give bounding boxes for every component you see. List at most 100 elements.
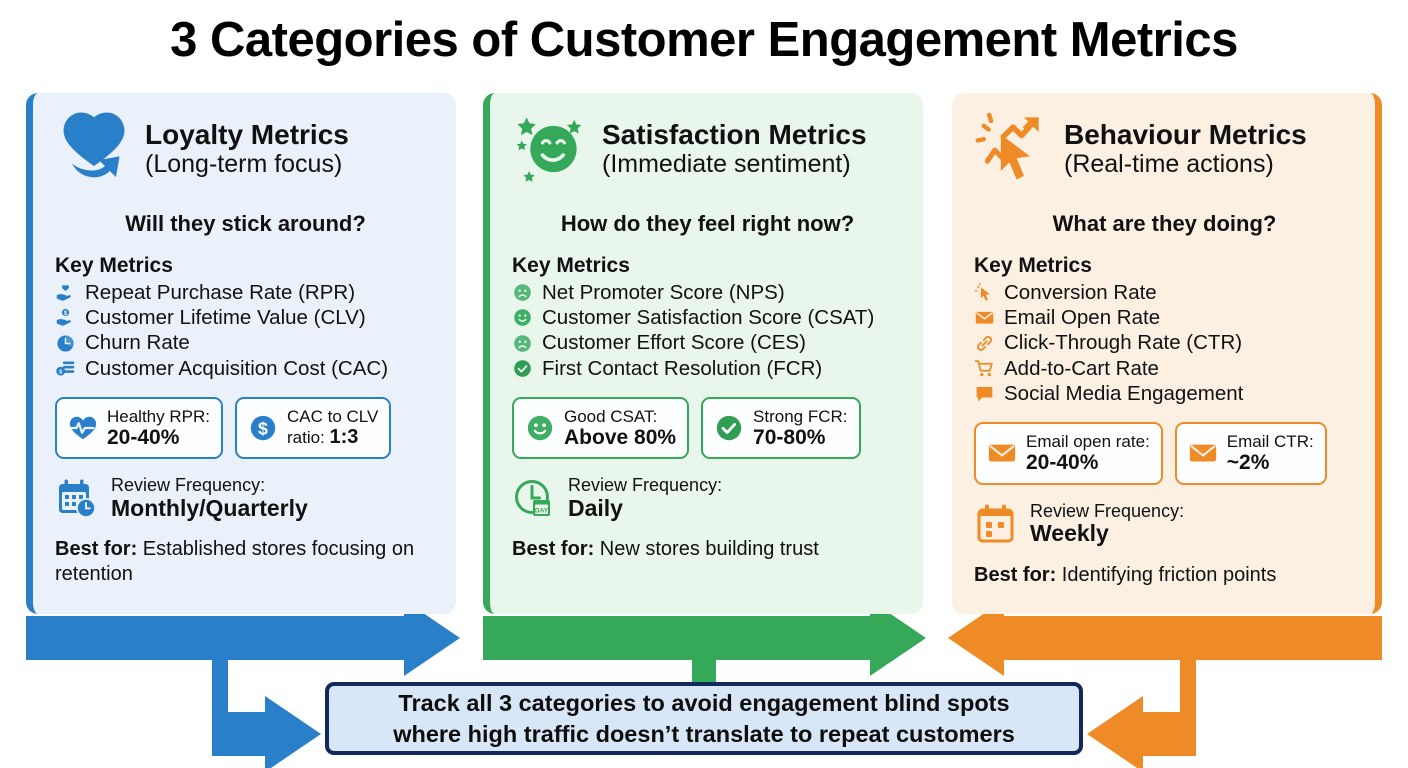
chip-good-csat: Good CSAT: Above 80% bbox=[512, 396, 690, 460]
card-behaviour-title: Behaviour Metrics bbox=[1064, 119, 1307, 151]
card-satisfaction-titles: Satisfaction Metrics (Immediate sentimen… bbox=[602, 120, 867, 178]
card-loyalty-chips: Healthy RPR: 20-40% $ CAC to CLV ratio: … bbox=[55, 396, 436, 460]
chip-cac-to-clv-text: CAC to CLV ratio: 1:3 bbox=[287, 407, 378, 448]
svg-text:$: $ bbox=[64, 310, 68, 317]
envelope-icon bbox=[1188, 438, 1218, 468]
chip-cac-to-clv-value: 1:3 bbox=[329, 426, 359, 449]
card-loyalty-metrics-label: Key Metrics bbox=[55, 254, 173, 277]
list-item-label: Email Open Rate bbox=[1004, 306, 1161, 330]
chip-healthy-rpr-label: Healthy RPR: bbox=[107, 406, 210, 426]
card-satisfaction-chips: Good CSAT: Above 80% Strong FCR: 70-80% bbox=[512, 396, 903, 460]
bestfor-text: Identifying friction points bbox=[1056, 563, 1277, 586]
chip-email-open-rate-value: 20-40% bbox=[1026, 451, 1099, 475]
loyalty-arrow bbox=[26, 600, 460, 768]
frequency-label: Review Frequency: bbox=[1030, 500, 1185, 521]
list-item-label: Net Promoter Score (NPS) bbox=[542, 281, 785, 304]
chip-email-ctr: Email CTR: ~2% bbox=[1174, 422, 1327, 485]
heart-arrow-icon bbox=[55, 110, 133, 188]
list-item-label: Social Media Engagement bbox=[1004, 381, 1244, 405]
card-behaviour-frequency-text: Review Frequency: Weekly bbox=[1030, 500, 1185, 547]
satisfaction-arrow bbox=[483, 600, 926, 676]
list-item: Social Media Engagement bbox=[974, 381, 1355, 406]
card-satisfaction-header: Satisfaction Metrics (Immediate sentimen… bbox=[512, 107, 903, 191]
card-satisfaction-question: How do they feel right now? bbox=[560, 211, 855, 236]
heartbeat-icon bbox=[68, 413, 98, 443]
dollar-circle-icon: $ bbox=[248, 413, 278, 443]
chip-email-ctr-label: Email CTR: bbox=[1226, 432, 1314, 452]
svg-text:$: $ bbox=[258, 419, 268, 439]
chip-healthy-rpr-text: Healthy RPR: 20-40% bbox=[107, 407, 210, 450]
smiling-face-icon bbox=[525, 413, 555, 443]
chip-healthy-rpr-value: 20-40% bbox=[107, 425, 180, 449]
coins-stack-icon: $ bbox=[55, 358, 76, 379]
list-item-label: Churn Rate bbox=[85, 331, 190, 355]
check-circle-icon bbox=[714, 413, 744, 443]
bestfor-label: Best for: bbox=[55, 538, 138, 561]
list-item-label: Repeat Purchase Rate (RPR) bbox=[85, 281, 356, 304]
cursor-chart-icon bbox=[974, 110, 1052, 188]
bestfor-label: Best for: bbox=[974, 563, 1057, 586]
chip-healthy-rpr: Healthy RPR: 20-40% bbox=[55, 396, 223, 460]
chip-good-csat-label: Good CSAT: bbox=[564, 406, 658, 426]
card-loyalty-frequency: Review Frequency: Monthly/Quarterly bbox=[55, 476, 436, 521]
svg-text:DAY: DAY bbox=[535, 507, 549, 514]
frowning-face-icon bbox=[512, 333, 533, 354]
card-behaviour-question: What are they doing? bbox=[1052, 211, 1277, 236]
frowning-face-icon bbox=[512, 282, 533, 303]
behaviour-arrow bbox=[948, 600, 1382, 768]
card-behaviour-header: Behaviour Metrics (Real-time actions) bbox=[974, 107, 1355, 191]
hand-heart-icon bbox=[55, 282, 76, 303]
card-loyalty-frequency-text: Review Frequency: Monthly/Quarterly bbox=[111, 476, 308, 521]
chip-email-ctr-value: ~2% bbox=[1226, 451, 1270, 475]
list-item: Repeat Purchase Rate (RPR) bbox=[55, 280, 436, 305]
list-item-label: Customer Lifetime Value (CLV) bbox=[85, 306, 366, 330]
card-satisfaction-frequency: DAY Review Frequency: Daily bbox=[512, 476, 903, 521]
card-loyalty-title: Loyalty Metrics bbox=[145, 119, 349, 151]
list-item: Conversion Rate bbox=[974, 280, 1355, 305]
chip-email-open-rate-label: Email open rate: bbox=[1026, 432, 1150, 452]
card-behaviour-bestfor: Best for: Identifying friction points bbox=[974, 563, 1355, 588]
chip-cac-to-clv-label: CAC to CLV bbox=[286, 407, 379, 427]
frequency-label: Review Frequency: bbox=[568, 475, 723, 496]
chip-cac-to-clv-prefix: ratio: bbox=[286, 428, 330, 448]
list-item: Customer Effort Score (CES) bbox=[512, 330, 903, 355]
card-loyalty-titles: Loyalty Metrics (Long-term focus) bbox=[145, 119, 349, 178]
card-behaviour-metric-list: Conversion Rate Email Open Rate Click-Th… bbox=[974, 280, 1355, 406]
chip-cac-to-clv: $ CAC to CLV ratio: 1:3 bbox=[234, 396, 392, 460]
summary-box: Track all 3 categories to avoid engageme… bbox=[325, 682, 1083, 755]
card-loyalty-subtitle: (Long-term focus) bbox=[145, 149, 343, 178]
speech-bubble-icon bbox=[974, 383, 995, 404]
card-satisfaction-frequency-text: Review Frequency: Daily bbox=[568, 476, 722, 521]
card-loyalty-header: Loyalty Metrics (Long-term focus) bbox=[55, 107, 436, 191]
bestfor-text: New stores building trust bbox=[594, 538, 819, 561]
card-loyalty: Loyalty Metrics (Long-term focus) Will t… bbox=[26, 93, 456, 614]
bestfor-label: Best for: bbox=[512, 538, 595, 561]
pie-clock-icon bbox=[55, 333, 76, 354]
bestfor-text: Established stores focusing on retention bbox=[55, 538, 415, 586]
card-satisfaction-subtitle: (Immediate sentiment) bbox=[602, 149, 851, 178]
chip-email-open-rate-text: Email open rate: 20-40% bbox=[1026, 432, 1150, 475]
card-behaviour-chips: Email open rate: 20-40% Email CTR: ~2% bbox=[974, 422, 1355, 485]
list-item: Net Promoter Score (NPS) bbox=[512, 280, 903, 305]
card-behaviour: Behaviour Metrics (Real-time actions) Wh… bbox=[952, 93, 1382, 614]
list-item: $ Customer Acquisition Cost (CAC) bbox=[55, 356, 436, 381]
list-item: Add-to-Cart Rate bbox=[974, 356, 1355, 381]
frequency-value: Monthly/Quarterly bbox=[111, 495, 308, 522]
list-item-label: Click-Through Rate (CTR) bbox=[1004, 331, 1243, 355]
card-behaviour-titles: Behaviour Metrics (Real-time actions) bbox=[1064, 119, 1307, 178]
chip-good-csat-value: Above 80% bbox=[564, 425, 677, 449]
shopping-cart-icon bbox=[974, 358, 995, 379]
hand-dollar-icon: $ bbox=[55, 307, 76, 328]
list-item: First Contact Resolution (FCR) bbox=[512, 356, 903, 381]
card-satisfaction-metrics-label: Key Metrics bbox=[512, 254, 630, 277]
list-item-label: Conversion Rate bbox=[1004, 281, 1157, 304]
chip-strong-fcr-label: Strong FCR: bbox=[753, 406, 848, 426]
chip-cac-to-clv-value-row: ratio: 1:3 bbox=[287, 426, 378, 448]
list-item-label: Add-to-Cart Rate bbox=[1004, 356, 1159, 380]
check-circle-icon bbox=[512, 358, 533, 379]
list-item: $ Customer Lifetime Value (CLV) bbox=[55, 305, 436, 330]
card-satisfaction-metric-list: Net Promoter Score (NPS) Customer Satisf… bbox=[512, 280, 903, 381]
card-behaviour-frequency: Review Frequency: Weekly bbox=[974, 500, 1355, 547]
